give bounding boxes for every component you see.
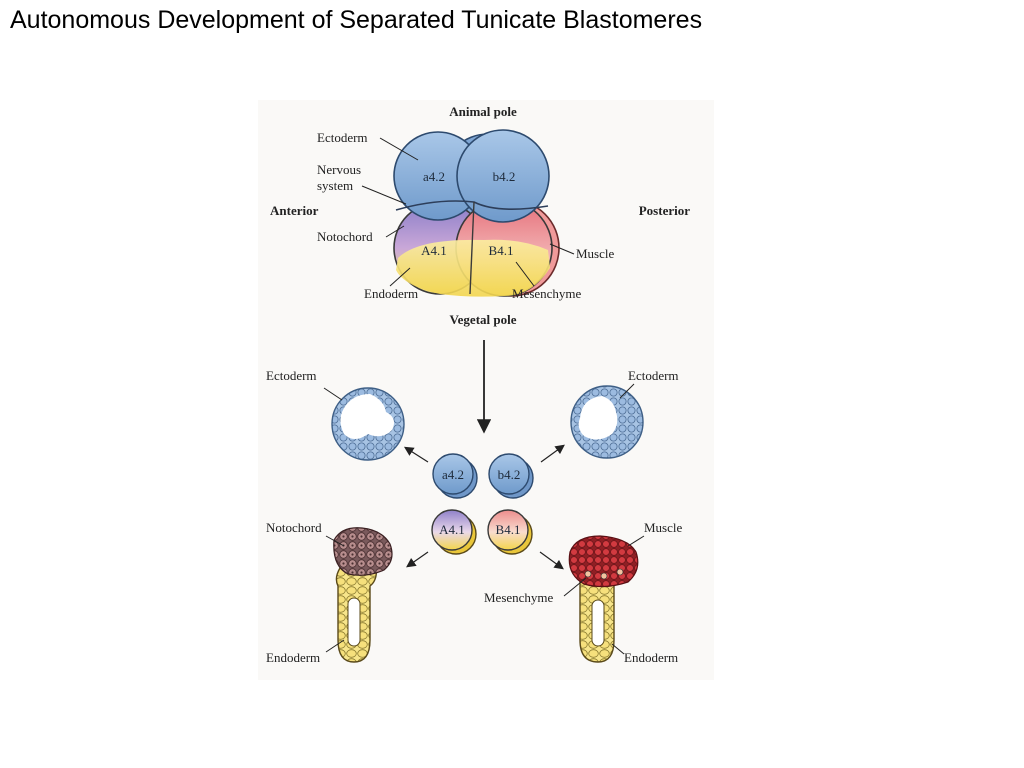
eight-cell-embryo: [393, 129, 560, 297]
b42-cell-small: [488, 453, 530, 495]
separated-blastomeres: [431, 453, 534, 555]
muscle-label-top: Muscle: [576, 246, 615, 261]
vegetal-pole-label: Vegetal pole: [449, 312, 516, 327]
anterior-label: Anterior: [270, 203, 319, 218]
arrow-B41: [539, 551, 564, 570]
endoderm-lumen-left: [347, 597, 361, 647]
ectoderm-label-top: Ectoderm: [317, 130, 368, 145]
b42-label-top: b4.2: [493, 169, 516, 184]
endoderm-leader-top: [389, 267, 411, 287]
blastomere-figure: a4.2 b4.2 A4.1 B4.1 Animal pole Vegetal …: [258, 100, 714, 680]
notochord-label-bottom: Notochord: [266, 520, 322, 535]
larva-left: [333, 527, 393, 663]
endoderm-leader-left: [325, 639, 345, 653]
mesenchyme-leader-bottom: [563, 577, 587, 597]
nervous-label-2: system: [317, 178, 353, 193]
notochord-cluster: [333, 527, 393, 576]
mesenchyme-label-bottom: Mesenchyme: [484, 590, 554, 605]
endoderm-region: [396, 239, 550, 297]
mesenchyme-leader-top: [515, 261, 535, 287]
nervous-leader: [361, 185, 407, 205]
notochord-label-top: Notochord: [317, 229, 373, 244]
arrow-A41: [406, 551, 429, 568]
muscle-label-bottom: Muscle: [644, 520, 683, 535]
posterior-label: Posterior: [639, 203, 690, 218]
ectoderm-cavity-left: [340, 394, 394, 439]
a42-label-top: a4.2: [423, 169, 445, 184]
a42-cell-small: [432, 453, 474, 495]
larva-right: [568, 535, 639, 663]
figure-canvas: a4.2 b4.2 A4.1 B4.1 Animal pole Vegetal …: [266, 104, 690, 665]
A41-label-top: A4.1: [421, 243, 447, 258]
endoderm-label-left: Endoderm: [266, 650, 320, 665]
B41-cell-small: [487, 509, 529, 551]
mesenchyme-cell: [584, 570, 592, 578]
ectoderm-leader-left: [323, 387, 343, 401]
endoderm-label-top: Endoderm: [364, 286, 418, 301]
ectoderm-leader-right: [619, 383, 635, 399]
muscle-leader-top: [549, 243, 575, 255]
midline: [469, 201, 475, 295]
notochord-leader-bottom: [325, 535, 345, 547]
mesenchyme-cell: [600, 572, 608, 580]
animal-pole-label: Animal pole: [449, 104, 517, 119]
A41-cell-small: [431, 509, 473, 551]
muscle-leader-bottom: [627, 535, 645, 547]
ectoderm-sphere-right: [570, 385, 644, 459]
ectoderm-sphere-left: [331, 387, 405, 461]
endoderm-leader-right: [611, 643, 625, 655]
ectoderm-leader-top: [379, 137, 419, 161]
b42-cell-top: [456, 129, 550, 223]
mesenchyme-cell: [616, 568, 624, 576]
endoderm-lumen-right: [591, 599, 605, 647]
b42-label-small: b4.2: [498, 467, 521, 482]
A41-label-small: A4.1: [439, 522, 465, 537]
slide-title: Autonomous Development of Separated Tuni…: [10, 6, 703, 34]
arrow-a42: [403, 446, 429, 463]
ectoderm-label-right: Ectoderm: [628, 368, 679, 383]
B41-label-small: B4.1: [496, 522, 521, 537]
nervous-label-1: Nervous: [317, 162, 361, 177]
notochord-leader-top: [385, 225, 405, 238]
endoderm-label-right: Endoderm: [624, 650, 678, 665]
B41-label-top: B4.1: [489, 243, 514, 258]
arrow-b42: [540, 444, 565, 463]
ectoderm-label-left: Ectoderm: [266, 368, 317, 383]
ectoderm-cavity-right: [578, 396, 618, 440]
mesenchyme-label-top: Mesenchyme: [512, 286, 582, 301]
a42-label-small: a4.2: [442, 467, 464, 482]
